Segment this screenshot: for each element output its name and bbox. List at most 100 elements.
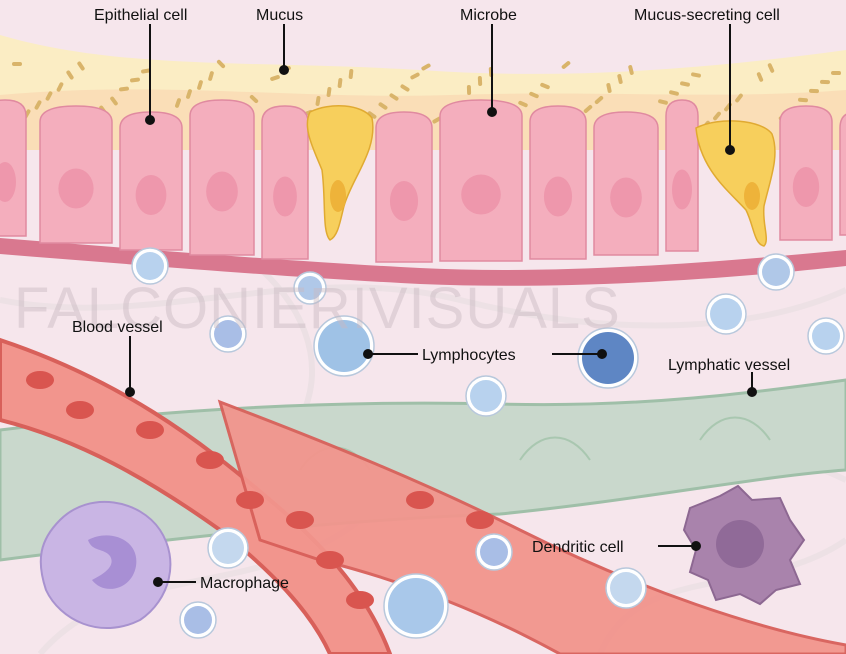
goblet-cell <box>306 105 374 241</box>
epithelial-cell <box>439 99 523 262</box>
leader-lines <box>125 24 757 587</box>
epithelial-cell <box>839 113 846 236</box>
microbe <box>378 102 388 110</box>
lymphocyte <box>313 315 375 377</box>
microbe <box>583 105 593 113</box>
red-blood-cell <box>466 511 494 529</box>
microbe <box>466 85 472 95</box>
epithelial-cell <box>189 99 255 256</box>
epithelial-cell <box>593 111 659 256</box>
dendritic-cell <box>682 484 806 606</box>
epithelial-cell <box>375 111 433 263</box>
lymphocyte <box>577 327 639 389</box>
microbe <box>606 83 612 93</box>
red-blood-cell <box>236 491 264 509</box>
red-blood-cell <box>406 491 434 509</box>
microbe <box>249 94 259 104</box>
microbe <box>66 70 74 80</box>
red-blood-cell <box>196 451 224 469</box>
basement-membrane <box>0 238 846 286</box>
red-blood-cell <box>286 511 314 529</box>
microbe <box>798 97 808 103</box>
label-epithelial-cell: Epithelial cell <box>94 7 187 24</box>
red-blood-cell <box>66 401 94 419</box>
microbe <box>617 74 623 84</box>
microbe <box>820 79 830 85</box>
microbe <box>119 86 129 92</box>
microbe <box>208 71 214 81</box>
microbe <box>337 78 343 88</box>
microbe <box>130 77 140 83</box>
goblet-cell <box>695 120 776 247</box>
lymphocyte <box>475 533 513 571</box>
epithelial-cell <box>779 105 833 241</box>
red-blood-cell <box>26 371 54 389</box>
microbe <box>175 98 181 108</box>
lymphocyte <box>605 567 647 609</box>
microbe <box>628 65 634 75</box>
red-blood-cell <box>316 551 344 569</box>
epithelial-cell <box>665 99 699 252</box>
microbe <box>594 95 604 105</box>
microbe <box>12 62 22 66</box>
lymphocyte <box>179 601 217 639</box>
microbe <box>216 59 226 69</box>
lymphocyte <box>465 375 507 417</box>
microbe <box>141 68 151 74</box>
microbe <box>77 61 85 71</box>
microbe <box>421 63 431 71</box>
label-blood-vessel: Blood vessel <box>72 319 163 336</box>
microbe <box>315 96 321 106</box>
microbe <box>735 93 743 103</box>
label-macrophage: Macrophage <box>200 575 289 592</box>
microbe <box>367 111 377 119</box>
lymphocyte <box>209 315 247 353</box>
microbe <box>326 87 332 97</box>
microbe <box>45 91 53 101</box>
label-microbe: Microbe <box>460 7 517 24</box>
microbe <box>756 72 764 82</box>
microbe <box>410 72 420 80</box>
microbe <box>561 61 571 69</box>
microbe <box>34 100 42 110</box>
microbe <box>197 80 203 90</box>
epithelial-cell <box>529 105 587 260</box>
label-dendritic-cell: Dendritic cell <box>532 539 624 556</box>
epithelium <box>0 99 846 263</box>
lymphocyte <box>757 253 795 291</box>
microbe <box>348 69 354 79</box>
lymphocyte <box>131 247 169 285</box>
microbe <box>477 76 483 86</box>
microbe <box>669 90 679 96</box>
microbe <box>691 72 701 78</box>
microbe <box>831 70 841 76</box>
lymphocytes <box>131 247 845 639</box>
microbe <box>529 91 539 99</box>
epithelial-cell <box>0 99 27 237</box>
microbe <box>389 93 399 101</box>
microbe <box>186 89 192 99</box>
microbe <box>809 88 819 94</box>
epithelial-cell <box>39 105 113 244</box>
macrophage <box>39 500 172 629</box>
label-mucus: Mucus <box>256 7 303 24</box>
label-mucus-secreting-cell: Mucus-secreting cell <box>634 7 780 24</box>
watermark: FALCONIERIVISUALS <box>14 276 621 341</box>
lymphocyte <box>293 271 327 305</box>
epithelial-cell <box>261 105 309 260</box>
microbe <box>270 75 280 81</box>
red-blood-cell <box>136 421 164 439</box>
microbe <box>713 111 721 121</box>
label-lymphatic-vessel: Lymphatic vessel <box>668 357 790 374</box>
lymphocyte <box>705 293 747 335</box>
lymphocyte <box>807 317 845 355</box>
microbe <box>518 100 528 108</box>
epithelial-cell <box>119 111 183 251</box>
label-lymphocytes: Lymphocytes <box>422 347 516 364</box>
microbe <box>767 63 775 73</box>
microbe <box>680 81 690 87</box>
microbe <box>56 82 64 92</box>
red-blood-cell <box>346 591 374 609</box>
